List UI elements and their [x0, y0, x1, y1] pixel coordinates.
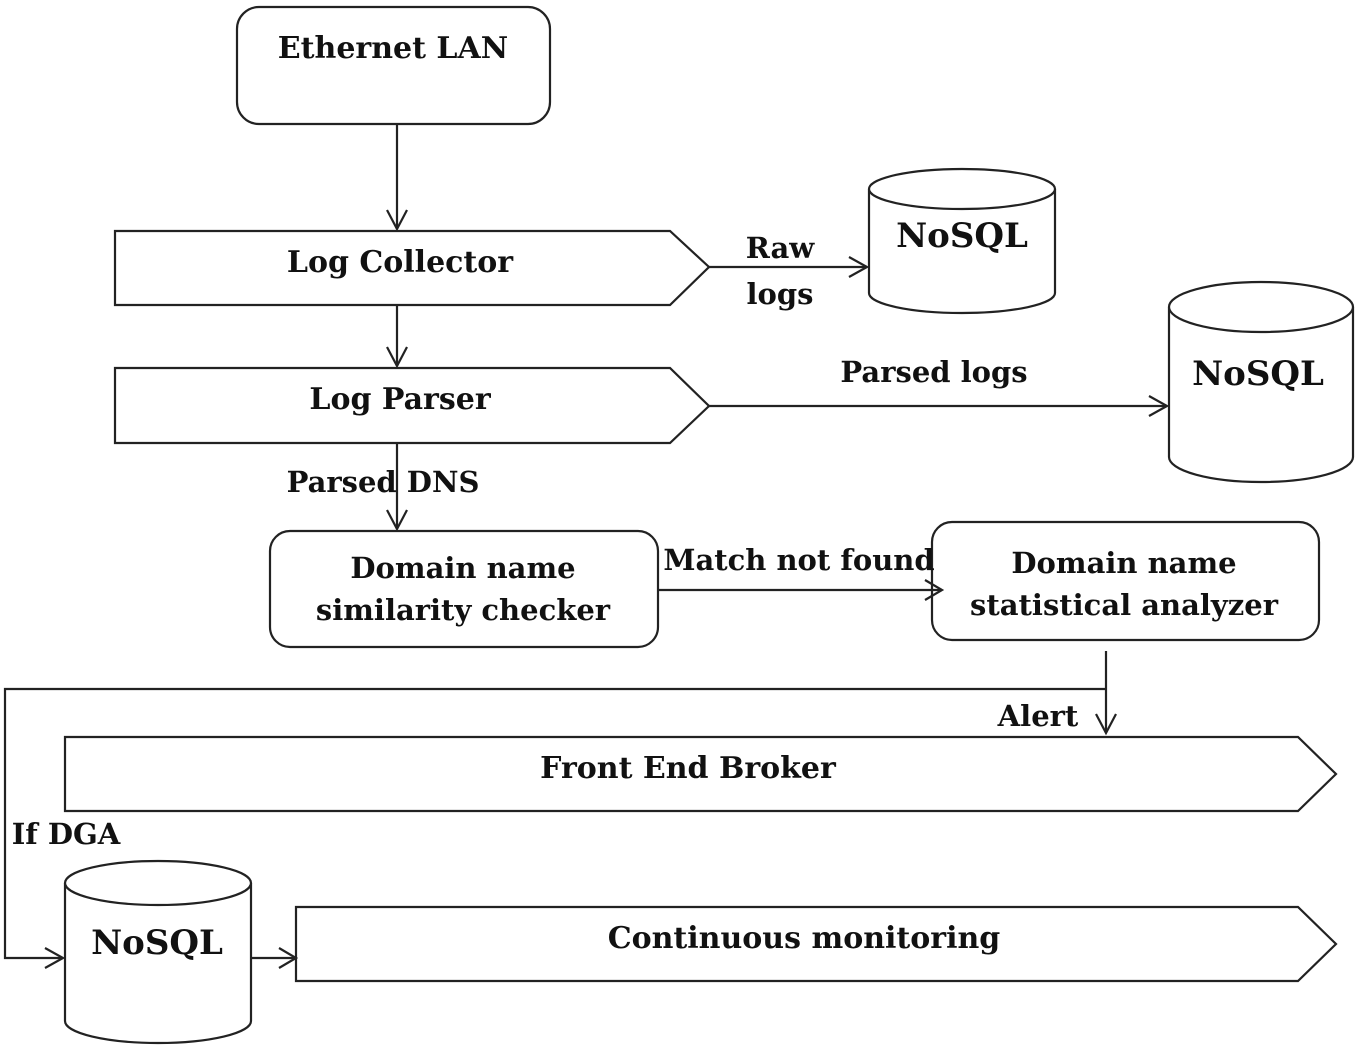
node-front-end-broker-label: Front End Broker [540, 751, 837, 786]
node-ethernet-lan: Ethernet LAN [235, 5, 552, 126]
edge-analyzer-to-nosql-dga: If DGA [3, 687, 1106, 969]
node-similarity-checker-label-line2: similarity checker [316, 593, 611, 627]
node-nosql-parsed-logs: NoSQL [1167, 280, 1355, 484]
edge-parsed-dns-label: Parsed DNS [287, 465, 480, 499]
edge-raw-logs-label-line2: logs [747, 277, 814, 311]
node-nosql-raw-logs-label: NoSQL [896, 216, 1028, 256]
node-continuous-monitoring-label: Continuous monitoring [608, 921, 1001, 956]
edge-match-not-found-label: Match not found [663, 543, 934, 577]
node-log-parser: Log Parser [113, 366, 711, 445]
edge-parsed-logs-label: Parsed logs [840, 355, 1027, 389]
edge-raw-logs-label-line1: Raw [746, 231, 816, 265]
node-similarity-checker: Domain name similarity checker [268, 529, 660, 649]
node-nosql-dga: NoSQL [63, 859, 253, 1045]
node-statistical-analyzer: Domain name statistical analyzer [930, 520, 1321, 642]
node-statistical-analyzer-label-line1: Domain name [1011, 546, 1236, 580]
node-front-end-broker: Front End Broker [63, 735, 1338, 813]
node-log-parser-label: Log Parser [309, 382, 491, 417]
node-nosql-raw-logs: NoSQL [867, 167, 1057, 315]
edge-if-dga-label: If DGA [12, 817, 121, 851]
node-log-collector-label: Log Collector [287, 245, 514, 280]
edge-analyzer-to-broker: Alert [997, 651, 1117, 736]
node-similarity-checker-label-line1: Domain name [350, 551, 575, 585]
edge-checker-to-analyzer: Match not found [659, 543, 945, 601]
node-ethernet-lan-label: Ethernet LAN [278, 31, 508, 66]
edge-lan-to-collector [386, 125, 408, 232]
edge-nosql-dga-to-monitoring [252, 947, 299, 969]
edge-collector-to-nosql-raw: Raw logs [709, 231, 870, 311]
node-statistical-analyzer-label-line2: statistical analyzer [970, 588, 1279, 622]
edge-collector-to-parser [386, 306, 408, 369]
edge-parser-to-similarity-checker: Parsed DNS [287, 444, 480, 532]
edge-parser-to-nosql-parsed: Parsed logs [709, 355, 1170, 417]
node-log-collector: Log Collector [113, 229, 711, 307]
node-continuous-monitoring: Continuous monitoring [294, 905, 1338, 983]
node-nosql-dga-label: NoSQL [91, 923, 223, 963]
edge-alert-label: Alert [997, 699, 1079, 733]
node-nosql-parsed-logs-label: NoSQL [1192, 354, 1324, 394]
